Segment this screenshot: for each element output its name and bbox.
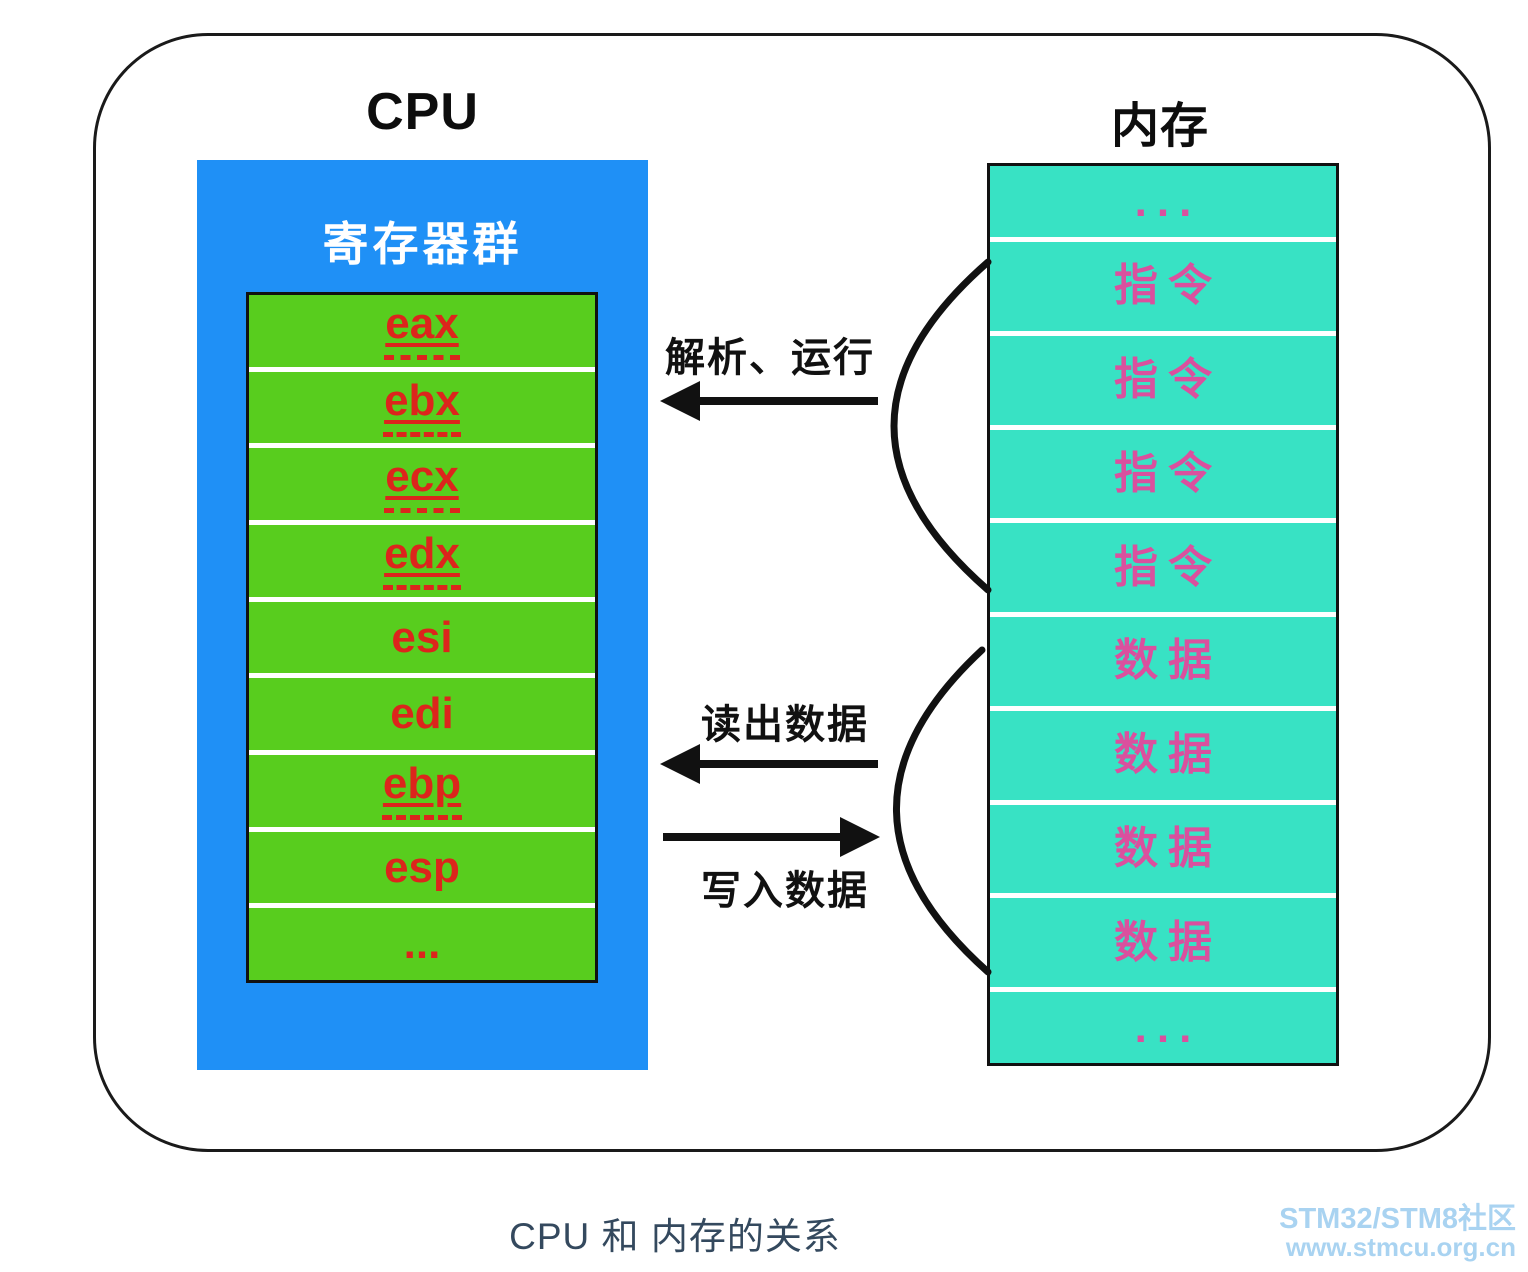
memory-table: ... 指令 指令 指令 指令 数据 数据 数据 数据 ... xyxy=(987,163,1339,1066)
memory-cell-label: 数据 xyxy=(1114,730,1222,780)
parse-run-label: 解析、运行 xyxy=(665,336,875,380)
register-row-ecx: ecx xyxy=(249,443,595,520)
register-row-esi: esi xyxy=(249,596,595,674)
memory-row-data: 数据 xyxy=(990,799,1336,894)
read-data-label: 读出数据 xyxy=(701,703,869,747)
memory-row-ellipsis-bottom: ... xyxy=(990,987,1336,1063)
memory-row-instruction: 指令 xyxy=(990,330,1336,425)
watermark-community: STM32/STM8社区 xyxy=(1279,1203,1516,1235)
memory-cell-label: 数据 xyxy=(1114,636,1222,686)
memory-row-instruction: 指令 xyxy=(990,237,1336,331)
memory-row-data: 数据 xyxy=(990,612,1336,706)
cpu-section-title: CPU xyxy=(366,83,479,141)
memory-cell-label: 数据 xyxy=(1114,823,1222,873)
register-table: eax ebx ecx edx esi edi ebp esp ... xyxy=(246,292,598,983)
watermark-url: www.stmcu.org.cn xyxy=(1285,1232,1516,1263)
register-row-edi: edi xyxy=(249,673,595,750)
register-label: ebx xyxy=(383,378,461,437)
memory-cell-label: ... xyxy=(1134,1002,1202,1052)
memory-cell-label: 指令 xyxy=(1114,261,1222,311)
memory-row-ellipsis-top: ... xyxy=(990,166,1336,237)
memory-row-instruction: 指令 xyxy=(990,424,1336,519)
memory-cell-label: 指令 xyxy=(1114,542,1222,592)
register-label: edi xyxy=(390,689,454,739)
memory-cell-label: 指令 xyxy=(1114,448,1222,498)
register-row-esp: esp xyxy=(249,826,595,904)
register-row-eax: eax xyxy=(249,295,595,367)
register-label: edx xyxy=(383,531,461,590)
write-data-label: 写入数据 xyxy=(701,869,869,913)
register-label: ebp xyxy=(381,761,463,820)
register-label: ... xyxy=(403,919,441,969)
register-row-edx: edx xyxy=(249,520,595,597)
cpu-block: 寄存器群 eax ebx ecx edx esi edi ebp esp ... xyxy=(197,160,648,1070)
memory-row-data: 数据 xyxy=(990,893,1336,987)
memory-section-title: 内存 xyxy=(1110,100,1209,153)
register-label: ecx xyxy=(384,455,460,514)
register-group-label: 寄存器群 xyxy=(322,218,523,270)
register-label: esi xyxy=(391,612,453,662)
memory-row-data: 数据 xyxy=(990,705,1336,800)
memory-row-instruction: 指令 xyxy=(990,518,1336,612)
watermark: STM32/STM8社区 www.stmcu.org.cn xyxy=(1196,1204,1516,1262)
register-row-ebp: ebp xyxy=(249,750,595,827)
register-row-ebx: ebx xyxy=(249,366,595,444)
register-label: esp xyxy=(384,842,460,892)
memory-cell-label: 指令 xyxy=(1114,355,1222,405)
memory-cell-label: 数据 xyxy=(1114,917,1222,967)
register-row-more: ... xyxy=(249,903,595,980)
register-label: eax xyxy=(384,301,460,360)
memory-cell-label: ... xyxy=(1134,176,1202,226)
diagram-caption: CPU 和 内存的关系 xyxy=(509,1216,841,1257)
